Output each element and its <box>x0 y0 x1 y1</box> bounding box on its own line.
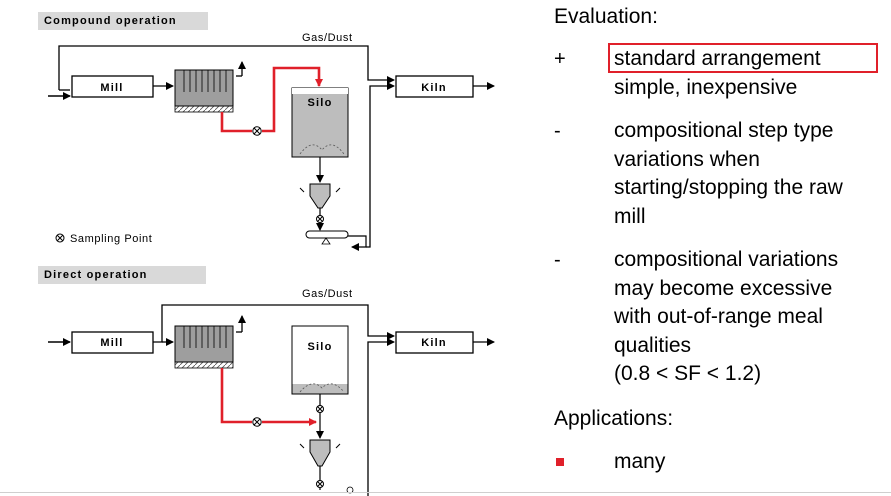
evaluation-item-1: standard arrangement simple, inexpensive <box>614 45 889 102</box>
applications-heading: Applications: <box>554 407 674 430</box>
gas-line-direct <box>153 304 395 343</box>
sampling-point-icon-direct <box>252 417 262 427</box>
sampling-point-label: Sampling Point <box>70 233 152 245</box>
process-diagram: Gas/Dust Mill <box>48 32 495 496</box>
evaluation-item-3-line-5: (0.8 < SF < 1.2) <box>614 362 762 385</box>
evaluation-item-2: compositional step type variations when … <box>614 117 889 231</box>
evaluation-item-3-line-2: may become excessive <box>614 276 833 300</box>
filter-unit <box>174 69 234 113</box>
bullet-minus-2: - <box>554 249 561 271</box>
mill-label-direct: Mill <box>100 337 123 349</box>
evaluation-item-3-line-3: with out-of-range meal <box>614 305 823 328</box>
applications-bullet-icon <box>556 458 564 466</box>
meal-flow-line-direct <box>220 368 252 424</box>
evaluation-item-1-line-2: simple, inexpensive <box>614 75 798 99</box>
gas-dust-label-direct: Gas/Dust <box>302 288 353 300</box>
kiln-label: Kiln <box>421 82 447 94</box>
bullet-minus-1: - <box>554 120 561 142</box>
sampling-valve-icon-direct <box>316 405 324 413</box>
compound-diagram: Gas/Dust Mill <box>48 32 495 251</box>
evaluation-item-3-line-1: compositional variations <box>614 248 839 271</box>
sampling-valve-icon-direct-bottom <box>316 480 354 494</box>
evaluation-item-2-line-2: variations when <box>614 147 760 171</box>
direct-diagram: Gas/Dust Mill Silo <box>48 288 495 496</box>
silo-label: Silo <box>308 97 333 109</box>
kiln-label-direct: Kiln <box>421 337 447 349</box>
sampling-point-icon <box>252 126 262 136</box>
meal-flow-line <box>220 112 252 133</box>
mill-label: Mill <box>100 82 123 94</box>
direct-operation-label: Direct operation <box>38 266 206 284</box>
filter-unit-direct <box>174 325 234 369</box>
sampling-valve-icon <box>316 215 324 223</box>
evaluation-item-3-line-4: qualities <box>614 333 692 357</box>
compound-operation-label: Compound operation <box>38 12 208 30</box>
kiln-feed-line <box>366 82 395 248</box>
dosing-hopper-icon-direct <box>299 439 341 467</box>
sampling-point-legend-icon <box>55 233 65 243</box>
evaluation-item-2-line-1: compositional step type <box>614 119 834 142</box>
conveyor-icon <box>305 230 349 245</box>
evaluation-heading: Evaluation: <box>554 5 658 28</box>
gas-dust-label: Gas/Dust <box>302 32 353 44</box>
silo-box <box>291 87 349 158</box>
evaluation-item-2-line-4: mill <box>614 204 646 228</box>
evaluation-item-2-line-3: starting/stopping the raw <box>614 176 843 199</box>
bottom-divider <box>0 492 891 493</box>
kiln-feed-line-direct <box>367 338 395 496</box>
evaluation-item-3: compositional variations may become exce… <box>614 246 889 389</box>
silo-label-direct: Silo <box>308 341 333 353</box>
evaluation-item-1-line-1: standard arrangement <box>614 47 821 70</box>
gas-return-line <box>58 45 395 90</box>
highlight-box <box>608 43 878 73</box>
dosing-hopper-icon <box>299 183 341 209</box>
bullet-plus: + <box>554 48 566 70</box>
applications-item-1: many <box>614 450 666 473</box>
